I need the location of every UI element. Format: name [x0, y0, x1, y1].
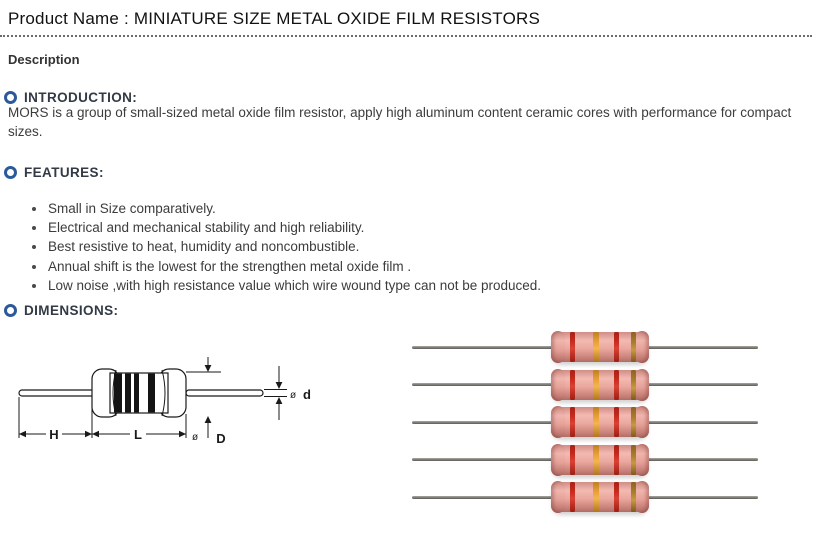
- resistor-lead-left: [412, 420, 553, 424]
- color-band-red: [614, 332, 619, 362]
- diameter-symbol: ø: [192, 432, 198, 443]
- feature-item: Best resistive to heat, humidity and non…: [8, 237, 748, 256]
- section-ring-icon: [4, 91, 17, 104]
- resistor-lead-right: [647, 345, 758, 349]
- features-list: Small in Size comparatively. Electrical …: [8, 199, 748, 295]
- dim-label-small-d: d: [303, 387, 311, 402]
- resistor-photo: [405, 329, 790, 535]
- resistor-cap-left: [551, 481, 565, 513]
- resistor-photo-item: [405, 405, 790, 439]
- section-ring-icon: [4, 166, 17, 179]
- diameter-symbol: ø: [290, 390, 296, 401]
- color-band-gold: [631, 407, 636, 437]
- diagram-band: [125, 373, 131, 413]
- resistor-lead-left: [412, 458, 553, 461]
- color-band-orange: [593, 369, 599, 400]
- resistor-photo-item: [405, 480, 790, 514]
- feature-item: Low noise ,with high resistance value wh…: [8, 276, 748, 295]
- color-band-red: [570, 369, 575, 400]
- color-band-gold: [631, 332, 636, 362]
- color-band-red: [614, 407, 619, 437]
- color-band-red: [570, 444, 575, 475]
- resistor-cap-left: [551, 406, 565, 438]
- feature-item: Annual shift is the lowest for the stren…: [8, 257, 748, 276]
- resistor-lead-right: [647, 420, 758, 424]
- color-band-orange: [593, 444, 599, 475]
- color-band-orange: [593, 407, 599, 437]
- dimensions-diagram: H L ø D ø d: [18, 357, 311, 446]
- diagram-lead-left: [18, 389, 96, 397]
- resistor-lead-left: [412, 345, 553, 349]
- resistor-cap-right: [635, 481, 649, 513]
- color-band-gold: [631, 444, 636, 475]
- diagram-band: [148, 373, 155, 413]
- page-title: Product Name : MINIATURE SIZE METAL OXID…: [8, 9, 541, 28]
- resistor-cap-left: [551, 368, 565, 401]
- description-label: Description: [8, 52, 80, 67]
- introduction-body: MORS is a group of small-sized metal oxi…: [8, 105, 792, 139]
- resistor-photo-item: [405, 443, 790, 477]
- resistor-cap-left: [551, 331, 565, 363]
- features-heading-label: FEATURES:: [24, 165, 104, 180]
- dim-label-big-d: D: [216, 431, 225, 446]
- resistor-lead-right: [647, 458, 758, 461]
- color-band-gold: [631, 369, 636, 400]
- feature-item: Electrical and mechanical stability and …: [8, 218, 748, 237]
- color-band-orange: [593, 332, 599, 362]
- resistor-cap-right: [635, 406, 649, 438]
- color-band-gold: [631, 482, 636, 512]
- introduction-heading-label: INTRODUCTION:: [24, 90, 138, 105]
- resistor-lead-left: [412, 495, 553, 499]
- feature-item: Small in Size comparatively.: [8, 199, 748, 218]
- color-band-red: [570, 482, 575, 512]
- resistor-cap-right: [635, 443, 649, 476]
- resistor-cap-right: [635, 331, 649, 363]
- resistor-lead-right: [647, 495, 758, 499]
- dim-label-l: L: [134, 427, 142, 442]
- diagram-band: [134, 373, 139, 413]
- color-band-red: [570, 332, 575, 362]
- section-ring-icon: [4, 304, 17, 317]
- dimensions-heading: DIMENSIONS:: [4, 303, 118, 318]
- diagram-band: [114, 373, 122, 413]
- dim-label-h: H: [49, 427, 58, 442]
- features-heading: FEATURES:: [4, 165, 104, 180]
- introduction-heading: INTRODUCTION:: [4, 90, 137, 105]
- dimensions-heading-label: DIMENSIONS:: [24, 303, 119, 318]
- resistor-cap-right: [635, 368, 649, 401]
- resistor-lead-right: [647, 383, 758, 386]
- resistor-lead-left: [412, 383, 553, 386]
- resistor-photo-item: [405, 368, 790, 402]
- diagram-lead-right: [185, 389, 264, 397]
- color-band-red: [614, 444, 619, 475]
- resistor-photo-item: [405, 330, 790, 364]
- color-band-red: [570, 407, 575, 437]
- resistor-cap-left: [551, 443, 565, 476]
- color-band-red: [614, 369, 619, 400]
- color-band-orange: [593, 482, 599, 512]
- title-divider: [0, 35, 812, 37]
- color-band-red: [614, 482, 619, 512]
